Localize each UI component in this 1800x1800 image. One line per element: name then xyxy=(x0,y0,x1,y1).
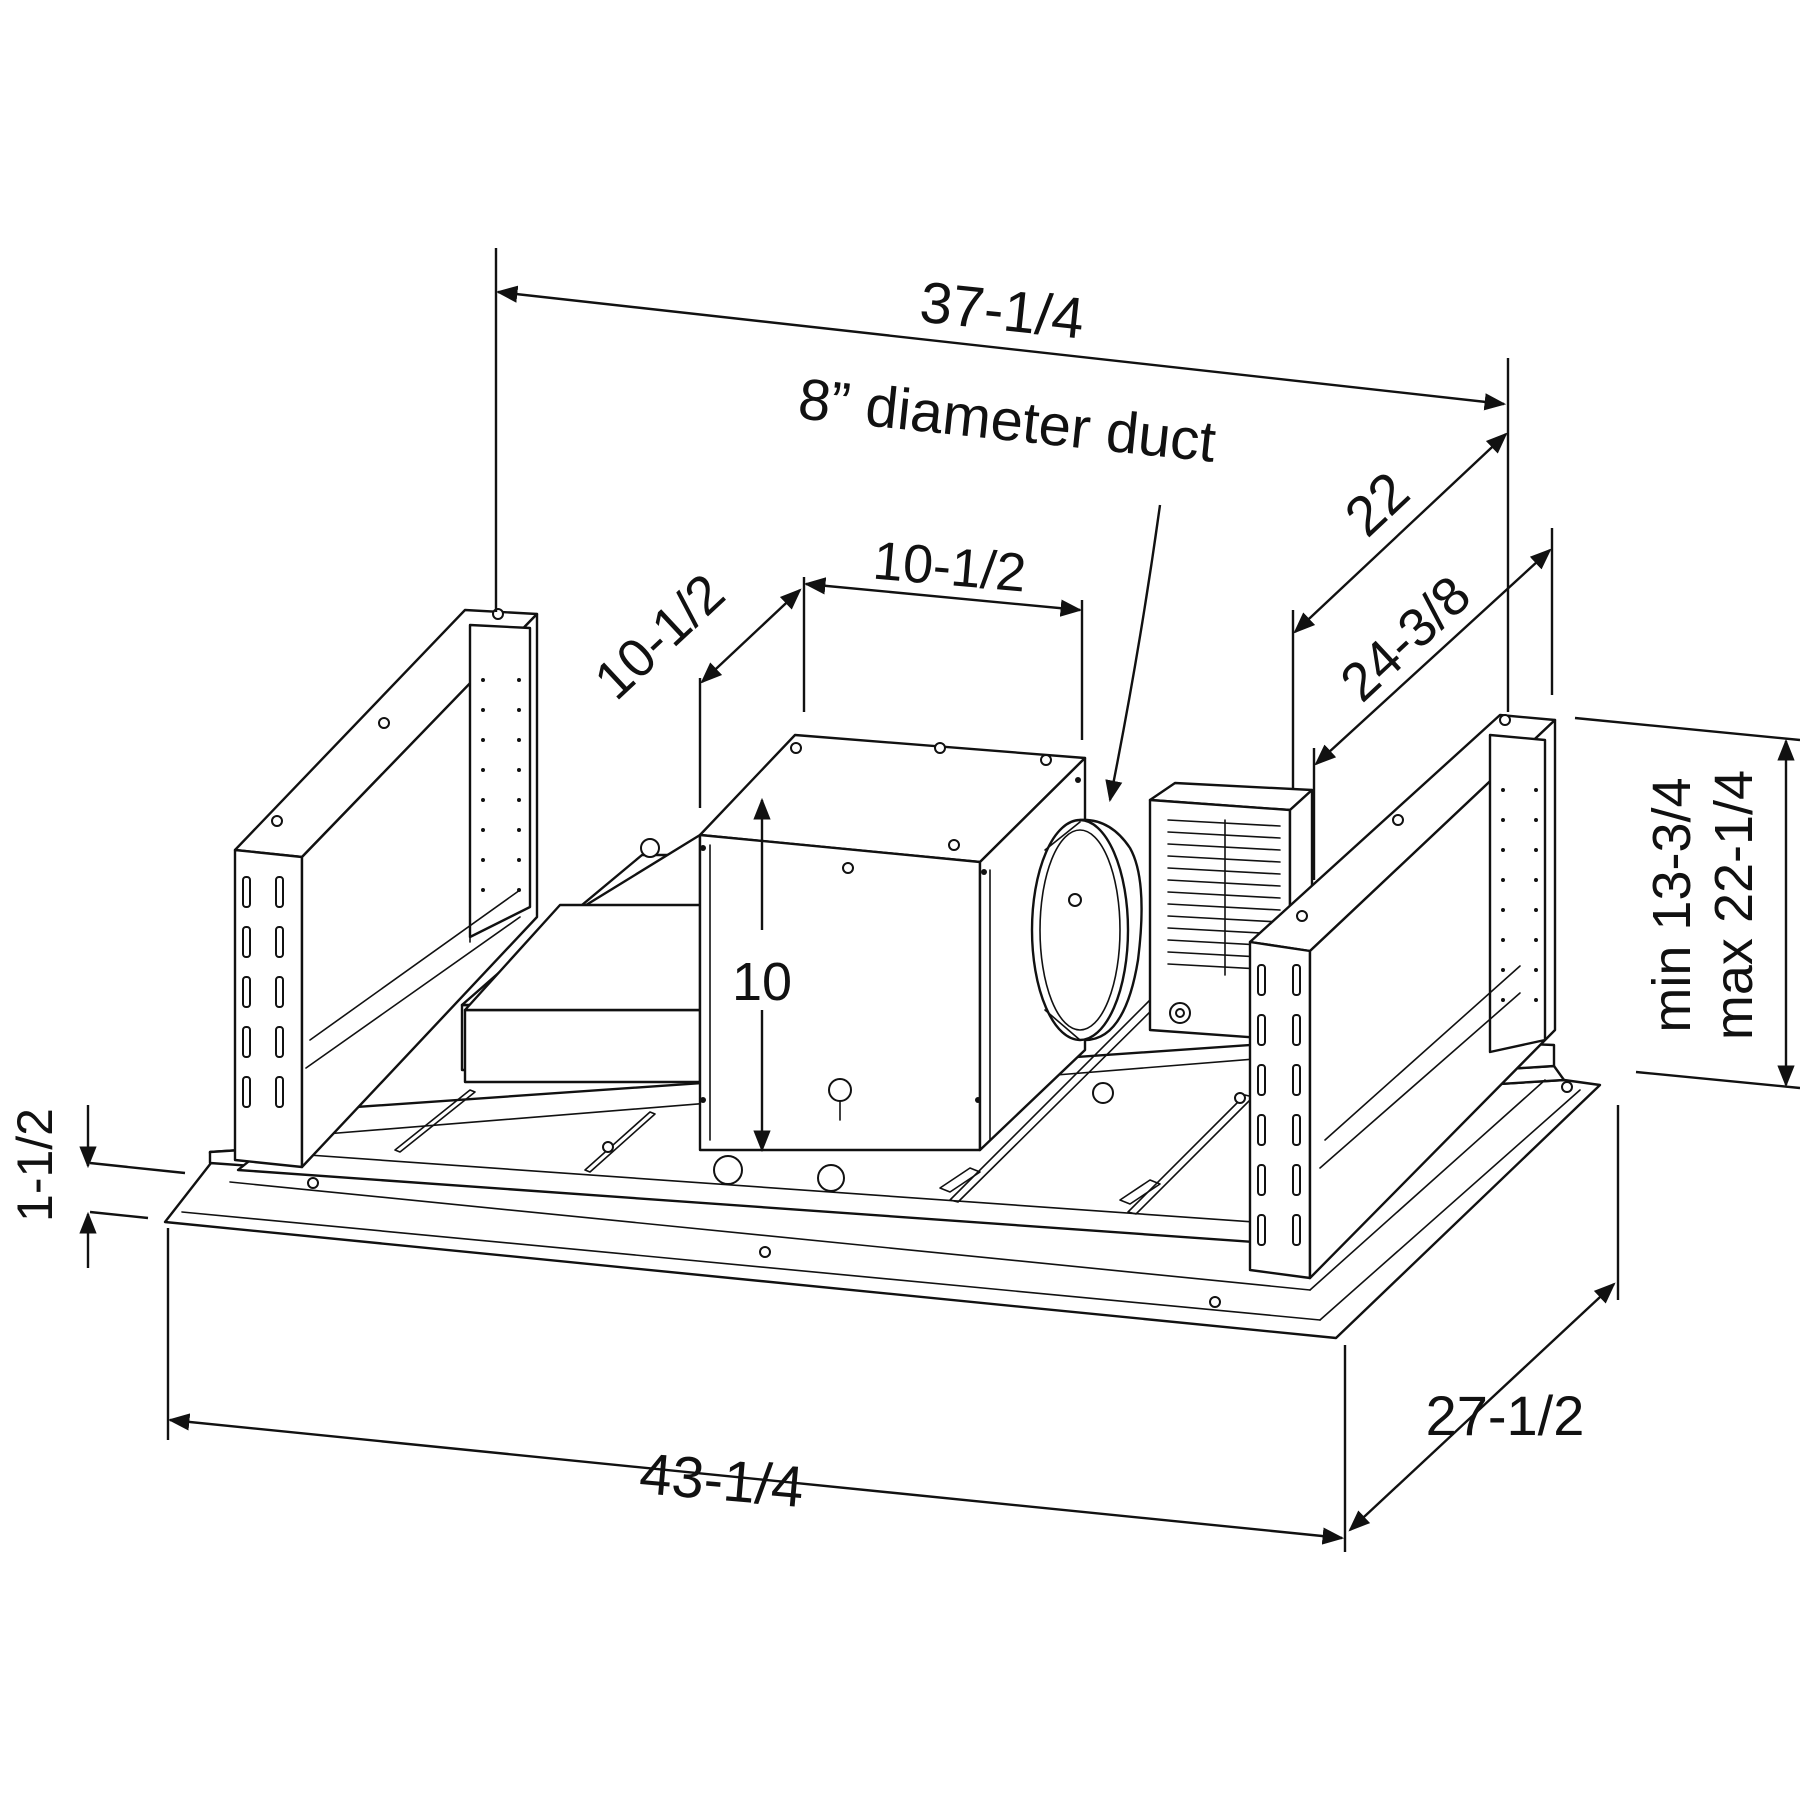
dim-bottom-width xyxy=(166,1228,1347,1552)
label-blower-depth: 10-1/2 xyxy=(583,563,736,711)
dim-blower-height xyxy=(728,797,798,1153)
dim-blower-width xyxy=(802,577,1084,740)
left-leg-frame xyxy=(233,608,539,1169)
leg-slots-right xyxy=(1257,964,1301,1246)
dim-blower-depth xyxy=(698,588,802,808)
dim-height xyxy=(1574,716,1800,1090)
leg-slots-left xyxy=(242,876,284,1108)
label-top-width: 37-1/4 xyxy=(917,270,1087,352)
label-height-max: max 22-1/4 xyxy=(1704,770,1764,1040)
label-right-depth-a: 22 xyxy=(1332,459,1421,548)
label-right-depth-b: 24-3/8 xyxy=(1329,565,1482,713)
electrical-box xyxy=(460,833,724,1084)
label-duct: 8” diameter duct xyxy=(795,366,1219,474)
label-bottom-depth: 27-1/2 xyxy=(1426,1384,1585,1447)
label-blower-width: 10-1/2 xyxy=(871,531,1029,604)
right-leg-frame xyxy=(1248,713,1557,1280)
leg-perforation-left xyxy=(481,678,521,892)
duct-leader xyxy=(1105,504,1162,803)
dim-bottom-depth xyxy=(1348,1105,1620,1532)
label-bottom-width: 43-1/4 xyxy=(637,1441,807,1520)
leg-perforation-right xyxy=(1501,788,1538,1002)
label-flange-height: 1-1/2 xyxy=(7,1108,63,1222)
label-height-min: min 13-3/4 xyxy=(1642,777,1702,1032)
label-blower-height: 10 xyxy=(732,952,792,1012)
dim-right-depth xyxy=(1291,432,1554,880)
duct-collar xyxy=(1030,818,1143,1042)
dim-flange-height xyxy=(79,1105,186,1268)
